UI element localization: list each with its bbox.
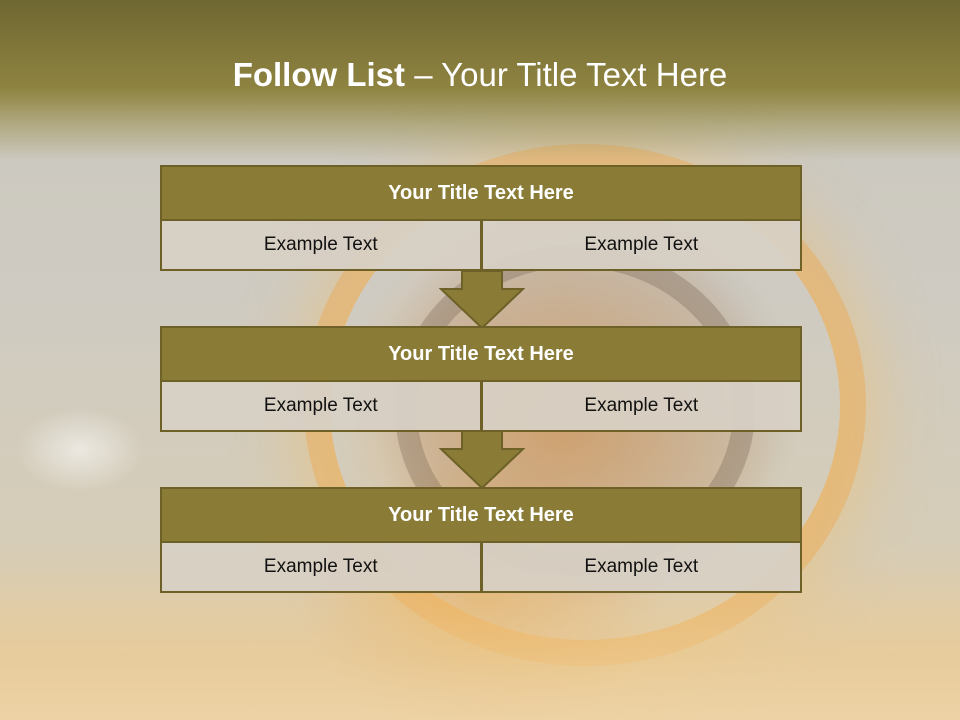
- down-arrow-icon: [439, 431, 525, 489]
- step-title: Your Title Text Here: [160, 326, 802, 382]
- step-cell-left: Example Text: [160, 543, 482, 593]
- step-cell-left: Example Text: [160, 221, 482, 271]
- slide-title-rest: – Your Title Text Here: [405, 56, 728, 93]
- step-title: Your Title Text Here: [160, 165, 802, 221]
- step-box-1: Your Title Text Here Example Text Exampl…: [160, 165, 802, 271]
- step-title: Your Title Text Here: [160, 487, 802, 543]
- step-box-3: Your Title Text Here Example Text Exampl…: [160, 487, 802, 593]
- step-row: Example Text Example Text: [160, 221, 802, 271]
- step-box-2: Your Title Text Here Example Text Exampl…: [160, 326, 802, 432]
- step-cell-right: Example Text: [481, 543, 802, 593]
- slide-title: Follow List – Your Title Text Here: [0, 56, 960, 94]
- down-arrow-icon: [439, 271, 525, 329]
- step-row: Example Text Example Text: [160, 382, 802, 432]
- header-band: [0, 0, 960, 160]
- slide-title-bold: Follow List: [232, 56, 406, 93]
- step-cell-right: Example Text: [481, 221, 802, 271]
- step-cell-left: Example Text: [160, 382, 482, 432]
- step-cell-right: Example Text: [481, 382, 802, 432]
- step-row: Example Text Example Text: [160, 543, 802, 593]
